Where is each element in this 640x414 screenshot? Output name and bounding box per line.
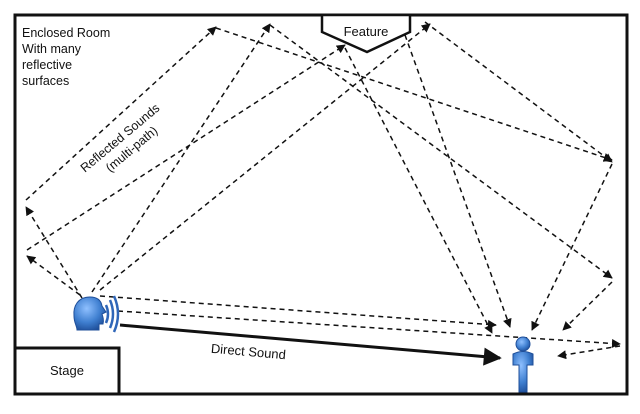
reflection-path xyxy=(117,310,621,348)
reflection-path xyxy=(404,34,512,328)
reflected-sounds-label: Reflected Sounds (multi-path) xyxy=(78,99,176,188)
reflection-path xyxy=(25,26,217,201)
feature-shape: Feature xyxy=(320,13,412,54)
room-label-line: reflective xyxy=(22,58,72,72)
reflection-path xyxy=(424,21,613,163)
reflection-path xyxy=(562,281,613,331)
stage-label: Stage xyxy=(50,363,84,378)
reflected-paths xyxy=(25,21,621,360)
reflection-path xyxy=(26,255,81,296)
reflection-path xyxy=(344,47,493,334)
room-label-line: Enclosed Room xyxy=(22,26,110,40)
reflection-path xyxy=(269,24,613,279)
stage-box: Stage xyxy=(13,346,121,396)
room-label-line: surfaces xyxy=(22,74,69,88)
reflection-path xyxy=(215,27,613,162)
room-wall xyxy=(13,13,629,396)
direct-sound-arrow xyxy=(119,323,502,366)
reflection-path xyxy=(99,23,431,291)
speaking-head-icon xyxy=(73,295,120,333)
reflection-path xyxy=(99,295,497,329)
room-label-line: With many xyxy=(22,42,82,56)
direct-sound-label: Direct Sound xyxy=(210,341,286,362)
room-label: Enclosed Room With many reflective surfa… xyxy=(22,26,114,88)
listener-person-icon xyxy=(512,336,534,393)
reflection-path xyxy=(531,163,613,331)
reflection-path xyxy=(26,44,346,251)
feature-label: Feature xyxy=(344,24,389,39)
reflection-path xyxy=(557,345,621,360)
